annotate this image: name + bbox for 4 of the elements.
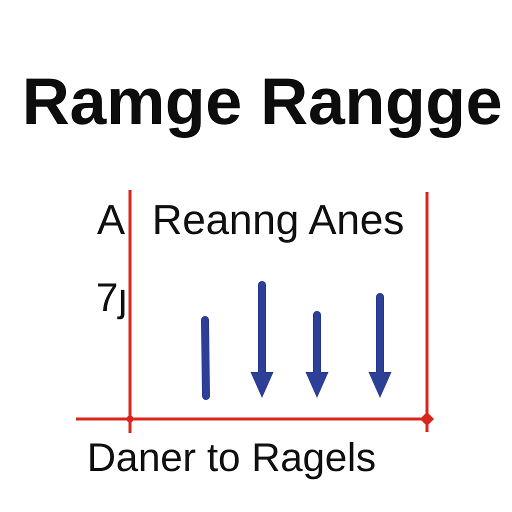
- row-label: A: [97, 199, 126, 241]
- chart-heading: Reanng Anes: [152, 199, 404, 241]
- row-label: 7ȷ: [96, 278, 128, 318]
- axis-caption: Daner to Ragels: [87, 438, 376, 478]
